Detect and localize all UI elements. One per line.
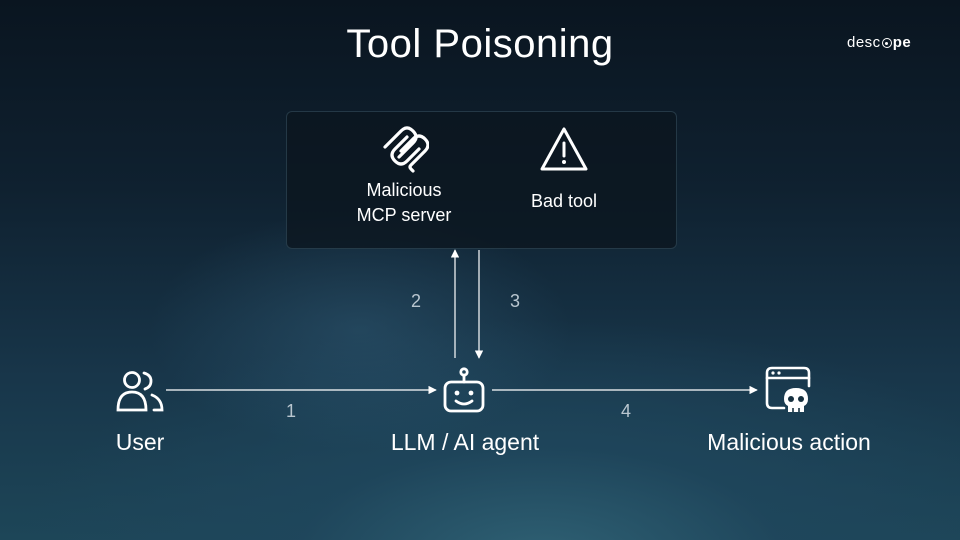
users-icon	[116, 371, 164, 412]
logo-text-part1: desc	[847, 34, 881, 51]
logo-dot-icon	[881, 38, 892, 48]
page-title: Tool Poisoning	[346, 22, 614, 66]
tool-label: Bad tool	[530, 191, 598, 211]
user-label: User	[115, 429, 165, 455]
step-4: 4	[620, 401, 631, 421]
browser-skull-icon	[765, 366, 811, 412]
warning-triangle-icon	[540, 127, 588, 171]
server-label-line2: MCP server	[356, 205, 452, 225]
step-1: 1	[285, 401, 296, 421]
server-label: Malicious MCP server	[324, 178, 484, 228]
action-label: Malicious action	[707, 429, 871, 455]
step-3: 3	[509, 291, 520, 311]
logo-text-part2: pe	[892, 34, 912, 51]
server-label-line1: Malicious	[366, 180, 442, 200]
robot-icon	[443, 367, 485, 413]
mcp-server-panel	[286, 111, 677, 249]
mcp-logo-icon	[383, 126, 429, 173]
step-2: 2	[410, 291, 421, 311]
agent-label: LLM / AI agent	[390, 429, 540, 455]
